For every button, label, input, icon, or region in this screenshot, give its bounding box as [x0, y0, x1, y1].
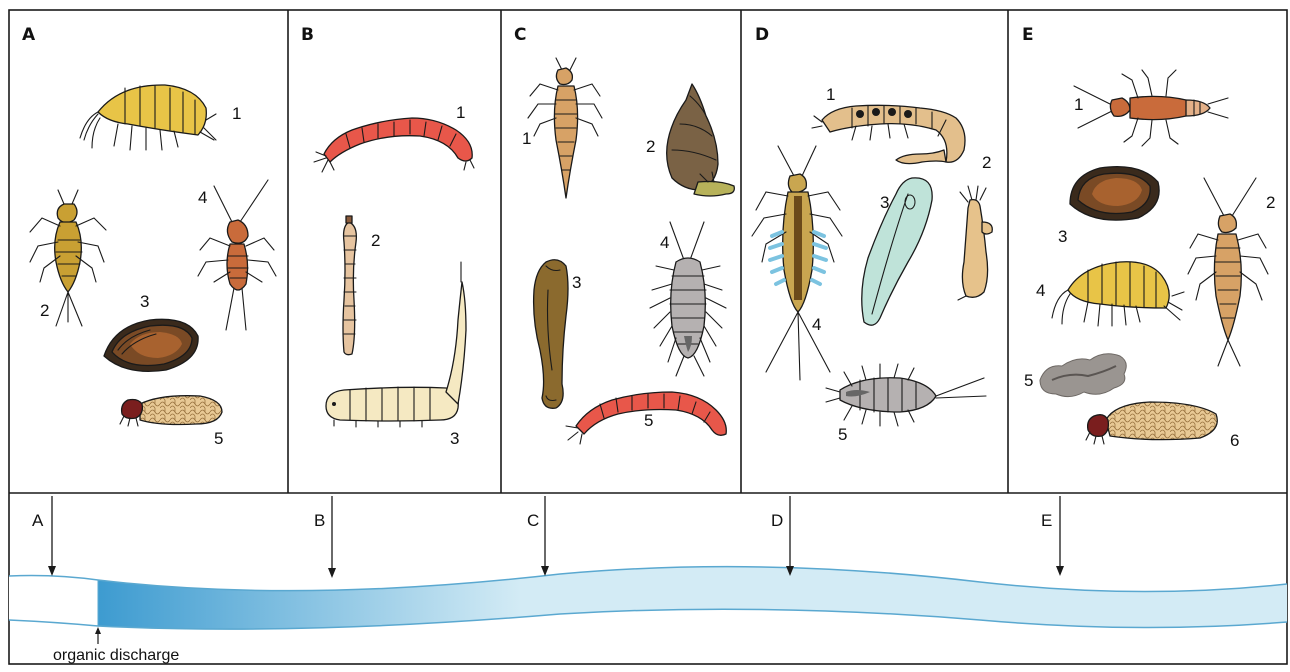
- site-arrow-d: [786, 496, 794, 576]
- site-label-b: B: [314, 511, 325, 530]
- species-number-e-2: 2: [1266, 193, 1275, 212]
- amphipod-icon-2: [1052, 262, 1184, 326]
- species-number-d-3: 3: [880, 193, 889, 212]
- panel-d: 1 4 3 2: [752, 85, 992, 444]
- species-number-a-5: 5: [214, 429, 223, 448]
- panel-letter-a: A: [22, 25, 36, 45]
- panel-a: 1 2 4 3: [30, 85, 276, 448]
- caddis-larva-icon: [120, 396, 222, 426]
- caddis-larva-icon-2: [1086, 402, 1217, 444]
- water-louse-icon-2: [826, 364, 986, 426]
- discharge-label: organic discharge: [53, 647, 179, 664]
- species-number-c-1: 1: [522, 129, 531, 148]
- species-number-e-5: 5: [1024, 371, 1033, 390]
- species-number-d-4: 4: [812, 315, 821, 334]
- species-number-b-2: 2: [371, 231, 380, 250]
- site-label-c: C: [527, 511, 539, 530]
- flatworm-icon: [862, 178, 932, 325]
- site-label-a: A: [32, 511, 44, 530]
- species-number-e-3: 3: [1058, 227, 1067, 246]
- panel-e: 1 3 2 4: [1024, 70, 1275, 450]
- site-arrow-a: [48, 496, 56, 576]
- amphipod-icon: [80, 85, 216, 150]
- site-label-d: D: [771, 511, 783, 530]
- species-number-c-5: 5: [644, 411, 653, 430]
- panel-letter-e: E: [1022, 25, 1034, 45]
- species-number-e-1: 1: [1074, 95, 1083, 114]
- panel-letter-b: B: [301, 25, 314, 45]
- alderfly-larva-icon: [812, 105, 965, 163]
- midge-larva-icon: [343, 216, 356, 355]
- mussel-icon-2: [1070, 167, 1159, 221]
- site-arrow-e: [1056, 496, 1064, 576]
- species-number-a-3: 3: [140, 292, 149, 311]
- species-number-b-3: 3: [450, 429, 459, 448]
- species-number-e-6: 6: [1230, 431, 1239, 450]
- river: [9, 567, 1287, 629]
- site-label-e: E: [1041, 511, 1052, 530]
- species-number-d-1: 1: [826, 85, 835, 104]
- stonefly-icon: [198, 180, 276, 330]
- stonefly-nymph-icon-2: [1188, 178, 1268, 366]
- river-upstream: [9, 576, 98, 627]
- pond-snail-icon: [667, 84, 735, 196]
- species-number-c-2: 2: [646, 137, 655, 156]
- sponge-icon: [1040, 354, 1126, 397]
- species-number-a-1: 1: [232, 104, 241, 123]
- site-arrow-c: [541, 496, 549, 576]
- site-arrow-b: [328, 496, 336, 578]
- species-number-a-4: 4: [198, 188, 207, 207]
- discharge-arrow: [95, 627, 101, 644]
- mayfly-nymph-icon: [752, 146, 842, 380]
- species-number-b-1: 1: [456, 103, 465, 122]
- bloodworm-icon: [314, 118, 474, 172]
- species-number-c-3: 3: [572, 273, 581, 292]
- species-number-e-4: 4: [1036, 281, 1045, 300]
- species-number-a-2: 2: [40, 301, 49, 320]
- river-downstream: [98, 567, 1287, 629]
- mussel-icon: [104, 319, 198, 371]
- species-number-c-4: 4: [660, 233, 669, 252]
- panel-b: 1 2 3: [314, 103, 474, 448]
- panel-letter-c: C: [514, 25, 526, 45]
- sampling-site-arrows: [48, 496, 1064, 578]
- panel-c: 1 2 3 4 5: [522, 58, 734, 444]
- stonefly-icon-2: [1074, 70, 1228, 146]
- blackfly-larva-icon: [958, 186, 992, 300]
- leech-icon: [534, 260, 568, 409]
- species-number-d-2: 2: [982, 153, 991, 172]
- beetle-larva-icon: [528, 58, 602, 198]
- species-number-d-5: 5: [838, 425, 847, 444]
- panel-letter-d: D: [755, 25, 769, 45]
